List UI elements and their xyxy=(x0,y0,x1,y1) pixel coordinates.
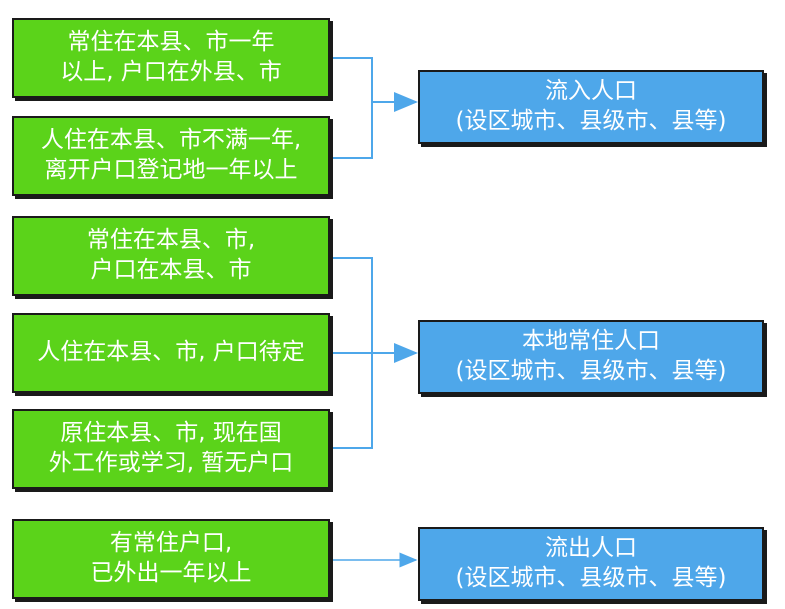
source-box-line1: 原住本县、市, 现在国 xyxy=(60,420,282,447)
connector-source2-to-inflow xyxy=(330,102,373,159)
source-box-resident-one-year-registered-elsewhere: 常住在本县、市一年以上, 户口在外县、市 xyxy=(12,18,330,98)
source-box-line2: 户口在本县、市 xyxy=(90,257,252,283)
source-box-registered-away-one-year: 有常住户口, 已外出一年以上 xyxy=(12,519,330,599)
source-box-line2: 外工作或学习, 暂无户口 xyxy=(48,450,294,476)
source-box-resident-registration-pending: 人住在本县、市, 户口待定 xyxy=(12,313,330,393)
target-box-subtitle: (设区城市、县级市、县等) xyxy=(455,565,727,591)
target-box-subtitle: (设区城市、县级市、县等) xyxy=(455,358,727,384)
source-box-resident-under-one-year-left-registration: 人住在本县、市不满一年, 离开户口登记地一年以上 xyxy=(12,116,330,196)
source-box-line1: 人住在本县、市不满一年, xyxy=(40,127,302,154)
source-box-line2: 以上, 户口在外县、市 xyxy=(60,59,282,85)
source-box-line1: 常住在本县、市一年 xyxy=(67,29,275,56)
source-box-line1: 常住在本县、市, xyxy=(86,227,256,254)
target-box-title: 本地常住人口 xyxy=(521,328,660,355)
target-box-title: 流出人口 xyxy=(544,535,637,562)
connector-source1-to-inflow xyxy=(330,57,373,102)
source-box-line2: 已外出一年以上 xyxy=(90,560,252,586)
source-box-line1: 有常住户口, xyxy=(109,530,233,557)
source-box-line1: 人住在本县、市, 户口待定 xyxy=(37,339,305,366)
target-box-outflow-population: 流出人口 (设区城市、县级市、县等) xyxy=(418,527,764,601)
target-box-local-resident-population: 本地常住人口 (设区城市、县级市、县等) xyxy=(418,320,764,394)
target-box-title: 流入人口 xyxy=(544,78,637,105)
target-box-inflow-population: 流入人口 (设区城市、县级市、县等) xyxy=(418,70,764,144)
source-box-abroad-no-registration: 原住本县、市, 现在国外工作或学习, 暂无户口 xyxy=(12,409,330,489)
target-box-subtitle: (设区城市、县级市、县等) xyxy=(455,108,727,134)
source-box-line2: 离开户口登记地一年以上 xyxy=(44,157,298,183)
source-box-resident-registered-locally: 常住在本县、市, 户口在本县、市 xyxy=(12,216,330,296)
